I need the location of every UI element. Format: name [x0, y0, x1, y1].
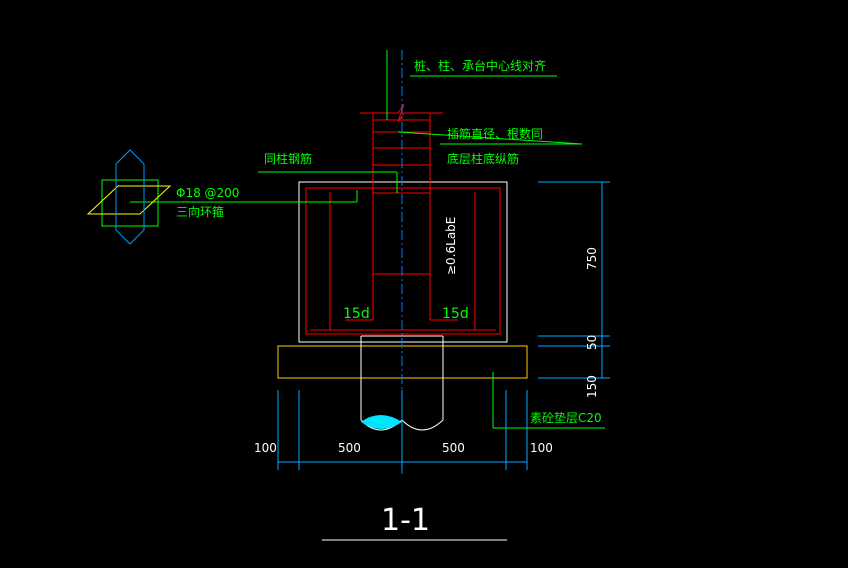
same-column-label: 同柱钢筋	[264, 151, 312, 166]
center-align-label: 桩、柱、承台中心线对齐	[414, 58, 546, 73]
dim-right-1: 750	[585, 247, 599, 270]
dimension-lines	[277, 181, 610, 470]
dim-bottom-2: 500	[338, 441, 361, 455]
hook-right-label: 15d	[442, 306, 469, 322]
pile-tip-fill	[361, 415, 402, 429]
leaders	[130, 50, 605, 429]
cushion-label: 素砼垫层C20	[530, 410, 602, 425]
stirrup-label-1: Φ18 @200	[176, 186, 239, 200]
dim-right-3: 150	[585, 375, 599, 398]
section-title: 1-1	[381, 503, 430, 538]
dim-bottom-3: 500	[442, 441, 465, 455]
dowel-label-1: 插筋直径、根数同	[447, 126, 543, 141]
pile-cap-outline	[298, 181, 508, 343]
cap-rebar	[305, 187, 501, 335]
dim-bottom-1: 100	[254, 441, 277, 455]
dowel-label-2: 底层柱底纵筋	[447, 151, 519, 166]
dim-right-2: 50	[585, 335, 599, 350]
hook-left-label: 15d	[343, 306, 370, 322]
dim-bottom-4: 100	[530, 441, 553, 455]
anchor-label: ≥0.6LabE	[444, 217, 458, 275]
stirrup-symbol	[86, 149, 172, 245]
stirrup-label-2: 三向环箍	[176, 204, 224, 219]
